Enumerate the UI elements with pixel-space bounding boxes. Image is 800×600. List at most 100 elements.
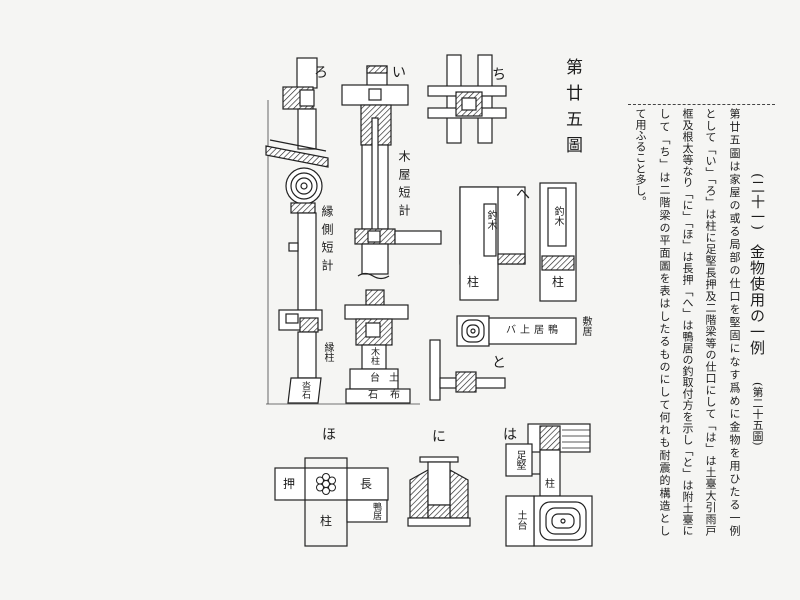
ho-crest-emblem [316, 473, 336, 495]
to-post-section [455, 371, 477, 393]
he-right-notch [541, 255, 575, 271]
i-beam-box [368, 88, 382, 101]
crest-petal [322, 473, 330, 481]
he-kamoi [488, 317, 577, 345]
label-engawa-hashira: 縁柱 [322, 342, 333, 362]
label-he-hashira-left: 柱 [467, 275, 480, 289]
label-he-hashira-right: 柱 [552, 275, 565, 289]
i-post-stub [361, 243, 389, 275]
label-ha-hashira: 柱 [545, 479, 555, 490]
ro-post-lower [297, 212, 317, 311]
section-title: 金物使用の一例 [748, 244, 766, 356]
ni-top-plate [419, 456, 459, 463]
detail-ho-drawing [274, 457, 389, 547]
ni-post [427, 461, 451, 506]
part-label-ro: ろ [314, 65, 328, 81]
ro-log-ring [295, 177, 313, 195]
chi-post-core [461, 97, 477, 111]
i-break-line [357, 272, 390, 280]
label-ho-oshi: 押 [283, 477, 296, 491]
label-koya-tsuka: 木屋短計 [397, 150, 411, 222]
ha-wood-grain [562, 429, 590, 449]
ro-post-upper [297, 108, 317, 150]
ha-ashigatame-box [505, 443, 533, 477]
part-label-ni: に [432, 429, 446, 445]
ho-nageshi [274, 467, 389, 501]
body-text-column: して「ち」は二階梁の平面圖を表はしたるものにして何れも耐震的構造とし [658, 108, 671, 536]
label-ho-naga: 長 [360, 477, 373, 491]
he-log-ring [461, 319, 485, 343]
detail-chi-drawing [427, 54, 507, 144]
part-label-to: と [492, 355, 506, 371]
i-nunoishi [345, 388, 411, 404]
crest-petal [328, 476, 336, 485]
ni-right-wall [449, 468, 469, 519]
ro-small-box [285, 313, 299, 324]
body-text-column: として「い」「ろ」は柱に足堅長押及二階梁等の仕口にして「は」は土臺大引雨戸 [704, 108, 717, 536]
he-log-core [470, 328, 476, 334]
part-label-ho: ほ [322, 427, 336, 443]
ro-log-core [300, 182, 308, 190]
i-short-post-hatch [366, 65, 388, 74]
crest-petal [328, 483, 336, 492]
label-ki-hashira: 木柱 [369, 347, 379, 365]
ni-bottom-section [427, 504, 451, 519]
ha-log-ring [539, 501, 587, 541]
ro-rafter-edge [269, 139, 327, 152]
label-tsurigi-left: 釣木 [485, 210, 496, 230]
label-tsurigi-right: 釣木 [552, 206, 563, 226]
he-right-tsurigi [547, 187, 567, 247]
label-engawa-tsuka: 縁側短計 [320, 205, 334, 277]
ni-left-wall [409, 468, 429, 519]
to-vertical-member [429, 339, 441, 401]
body-text-column: 框及根太等なり「に」「ほ」は長押「へ」は鴨居の釣取付方を示し「と」は附土臺に [681, 108, 694, 536]
label-ha-dodai: 土台 [515, 510, 526, 530]
detail-ni-drawing [407, 456, 471, 527]
detail-ha-drawing [505, 423, 593, 547]
label-shikii: 敷居 [580, 316, 591, 336]
part-label-he: へ [516, 187, 530, 203]
crest-petal [316, 476, 324, 485]
label-kutsuishi: 沓石 [300, 381, 310, 399]
ro-bolt [288, 242, 299, 252]
i-lower-beam [344, 304, 409, 320]
i-lower-plate [365, 322, 381, 338]
label-i-dodai: 土台 [370, 373, 408, 384]
label-ha-ashigatame: 足堅 [514, 450, 525, 470]
ro-joint-hatch [299, 317, 319, 333]
label-nunoishi: 布石 [368, 390, 412, 401]
detail-he-drawing [456, 182, 577, 347]
ha-dodai-box [505, 495, 535, 547]
label-ho-kamoi: 鴨居 [371, 502, 381, 520]
ni-base [407, 517, 471, 527]
ro-kutsuishi [287, 377, 322, 404]
he-log-ring [466, 324, 480, 338]
ro-engawa-post [297, 331, 317, 379]
body-text-column: て用ふること多し。 [634, 108, 647, 207]
part-label-i: い [392, 65, 406, 81]
detail-to-drawing [429, 339, 506, 401]
ha-log-ring [551, 513, 575, 529]
part-label-chi: ち [492, 67, 506, 83]
crest-petal [316, 483, 324, 492]
part-label-ha: は [503, 427, 517, 443]
i-tie-rod [371, 117, 379, 231]
body-text-column: 第廿五圖は家屋の或る局部の仕口を堅固になす爲めに金物を用ひたる一例 [728, 108, 741, 536]
label-kamoi-uwaba: 鴨居上バ [506, 325, 562, 336]
i-main-post [361, 344, 387, 370]
he-left-notch [497, 253, 526, 265]
i-arm [394, 230, 442, 245]
guide-lines [266, 100, 420, 405]
section-number: (二十一) [749, 173, 765, 231]
ro-bracket [290, 202, 316, 214]
section-figure-reference: (第二十五圖) [751, 382, 764, 446]
ha-log-section [533, 495, 593, 547]
detail-i-drawing [341, 65, 442, 404]
ro-log-ring [290, 172, 318, 200]
i-bracket-plate [367, 230, 381, 243]
he-left-tsurigi [483, 203, 497, 257]
ha-log-core [560, 518, 566, 524]
ha-post-section [539, 425, 561, 451]
label-ho-hashira: 柱 [320, 514, 333, 528]
